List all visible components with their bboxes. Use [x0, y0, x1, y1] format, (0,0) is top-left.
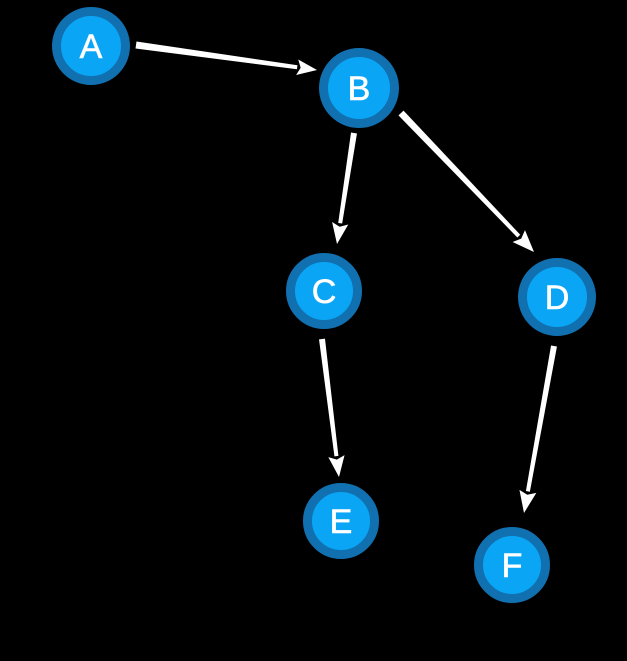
edge-arrowhead	[328, 455, 345, 477]
graph-node-d[interactable]: D	[518, 258, 596, 336]
graph-node-e[interactable]: E	[303, 483, 379, 559]
edge-a-b[interactable]	[135, 41, 317, 75]
edge-arrowhead	[512, 230, 534, 252]
edge-shaft	[398, 110, 521, 238]
node-circle	[518, 258, 596, 336]
edge-shaft	[338, 132, 357, 224]
edge-b-c[interactable]	[332, 132, 357, 244]
edge-b-d[interactable]	[398, 110, 534, 252]
edge-shaft	[135, 41, 298, 70]
node-label-c: C	[312, 273, 337, 311]
edge-arrowhead	[332, 222, 349, 244]
edge-shaft	[525, 345, 557, 492]
edge-shaft	[319, 338, 339, 457]
edge-c-e[interactable]	[319, 338, 345, 477]
graph-node-c[interactable]: C	[286, 253, 362, 329]
node-circle	[303, 483, 379, 559]
edge-arrowhead	[519, 489, 537, 513]
node-circle	[474, 527, 550, 603]
node-label-a: A	[80, 28, 103, 66]
node-circle	[319, 48, 399, 128]
node-circle	[286, 253, 362, 329]
node-label-d: D	[545, 279, 570, 317]
node-label-e: E	[330, 503, 353, 541]
graph-node-a[interactable]: A	[52, 7, 130, 85]
graph-node-f[interactable]: F	[474, 527, 550, 603]
node-label-f: F	[502, 547, 523, 585]
graph-node-b[interactable]: B	[319, 48, 399, 128]
node-circle	[52, 7, 130, 85]
edges-layer	[135, 41, 557, 513]
edge-d-f[interactable]	[519, 345, 557, 513]
node-label-b: B	[348, 70, 371, 108]
edge-arrowhead	[296, 59, 317, 75]
nodes-layer: A B C D E F	[52, 7, 596, 603]
